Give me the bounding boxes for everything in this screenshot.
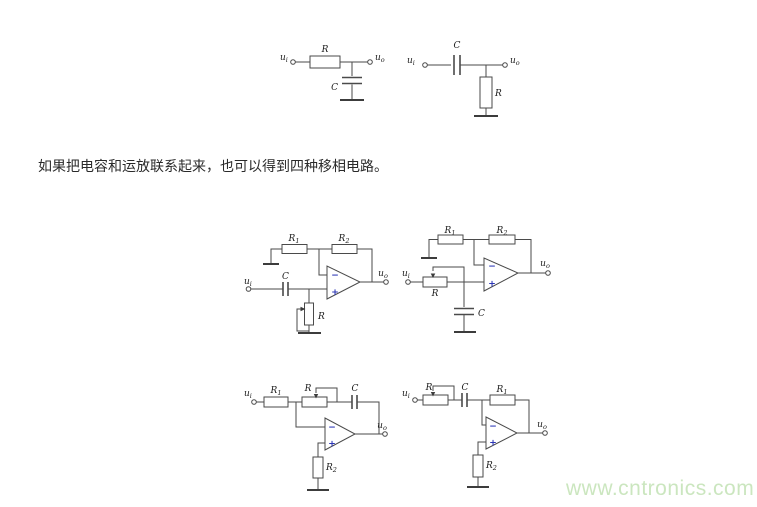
wires bbox=[417, 385, 543, 486]
potentiometer-label: R bbox=[431, 289, 439, 299]
potentiometer-body bbox=[301, 396, 328, 408]
wiper-arrow-icon bbox=[300, 306, 306, 312]
resistor-r2-label: R2 bbox=[338, 234, 350, 245]
wires bbox=[410, 239, 546, 331]
input-terminal bbox=[405, 279, 411, 285]
capacitor-label: C bbox=[331, 83, 338, 93]
input-terminal bbox=[245, 286, 252, 292]
noninverting-input-sign: + bbox=[331, 288, 339, 298]
capacitor-label: C bbox=[462, 383, 469, 393]
potentiometer-body bbox=[422, 276, 448, 288]
inverting-input-sign: − bbox=[488, 262, 496, 272]
output-terminal bbox=[367, 59, 373, 65]
input-terminal bbox=[412, 397, 418, 403]
resistor-r2-label: R2 bbox=[485, 461, 497, 472]
resistor-label: R bbox=[321, 45, 329, 55]
resistor-r1-label: R1 bbox=[444, 226, 456, 237]
resistor-body bbox=[309, 55, 341, 69]
output-terminal bbox=[542, 430, 548, 436]
potentiometer-body bbox=[304, 302, 314, 326]
opamp-phase-shift-circuit-1: − + R1 R2 C R ui uo bbox=[244, 234, 389, 334]
resistor-r2-body bbox=[312, 456, 324, 479]
resistor-body bbox=[479, 76, 493, 109]
wires bbox=[295, 61, 368, 99]
wiper-arrow-icon bbox=[430, 273, 436, 278]
inverting-input-sign: − bbox=[328, 423, 336, 433]
potentiometer-body bbox=[422, 394, 449, 406]
output-terminal bbox=[383, 279, 389, 285]
wiper-arrow-icon bbox=[430, 392, 436, 397]
input-terminal bbox=[290, 59, 296, 65]
output-label: uo bbox=[510, 56, 520, 67]
resistor-r2-body bbox=[472, 454, 484, 478]
input-label: ui bbox=[407, 56, 415, 67]
opamp-triangle bbox=[483, 257, 520, 292]
input-terminal bbox=[422, 62, 428, 68]
output-label: uo bbox=[377, 421, 387, 432]
resistor-r1-body bbox=[281, 244, 308, 254]
input-label: ui bbox=[280, 53, 288, 64]
output-label: uo bbox=[540, 259, 550, 270]
capacitor-label: C bbox=[282, 272, 289, 282]
output-terminal bbox=[382, 431, 388, 437]
noninverting-input-sign: + bbox=[489, 439, 497, 449]
resistor-r1-label: R1 bbox=[288, 234, 300, 245]
output-label: uo bbox=[537, 420, 547, 431]
opamp-phase-shift-circuit-3: − + R1 R C R2 ui uo bbox=[244, 384, 388, 491]
opamp-triangle bbox=[324, 417, 357, 451]
resistor-r1-label: R1 bbox=[270, 386, 282, 397]
capacitor-label: C bbox=[352, 384, 359, 394]
resistor-label: R bbox=[494, 89, 502, 99]
resistor-r1-body bbox=[489, 394, 516, 406]
wires bbox=[256, 387, 383, 489]
output-terminal bbox=[545, 270, 551, 276]
input-label: ui bbox=[244, 389, 252, 400]
input-label: ui bbox=[402, 269, 410, 280]
wires bbox=[427, 64, 503, 115]
input-label: ui bbox=[402, 389, 410, 400]
resistor-r1-body bbox=[437, 234, 464, 245]
wiper-arrow-icon bbox=[313, 394, 319, 399]
wires bbox=[250, 248, 384, 333]
rc-lowpass-circuit: ui uo R C bbox=[280, 45, 385, 101]
potentiometer-label: R bbox=[304, 384, 312, 394]
inverting-input-sign: − bbox=[331, 271, 339, 281]
resistor-r1-body bbox=[263, 396, 289, 408]
paragraph-text: 如果把电容和运放联系起来，也可以得到四种移相电路。 bbox=[38, 159, 388, 175]
noninverting-input-sign: + bbox=[488, 280, 496, 290]
opamp-phase-shift-circuit-4: − + R C R1 R2 ui uo bbox=[402, 383, 548, 488]
input-terminal bbox=[251, 399, 257, 405]
resistor-r1-label: R1 bbox=[496, 385, 508, 396]
potentiometer-label: R bbox=[425, 383, 433, 393]
resistor-r2-body bbox=[331, 244, 358, 254]
opamp-triangle bbox=[326, 265, 362, 300]
watermark-text: www.cntronics.com bbox=[566, 477, 755, 500]
output-terminal bbox=[502, 62, 508, 68]
opamp-phase-shift-circuit-2: − + R1 R2 R C ui uo bbox=[402, 226, 551, 333]
noninverting-input-sign: + bbox=[328, 440, 336, 450]
inverting-input-sign: − bbox=[489, 422, 497, 432]
capacitor-label: C bbox=[454, 41, 461, 51]
rc-highpass-circuit: ui uo C R bbox=[407, 41, 520, 117]
output-label: uo bbox=[375, 53, 385, 64]
output-label: uo bbox=[378, 269, 388, 280]
input-label: ui bbox=[244, 277, 252, 288]
resistor-r2-label: R2 bbox=[325, 463, 337, 474]
opamp-triangle bbox=[485, 416, 519, 450]
capacitor-label: C bbox=[478, 309, 485, 319]
resistor-r2-body bbox=[488, 234, 516, 245]
potentiometer-label: R bbox=[317, 312, 325, 322]
resistor-r2-label: R2 bbox=[496, 226, 508, 237]
